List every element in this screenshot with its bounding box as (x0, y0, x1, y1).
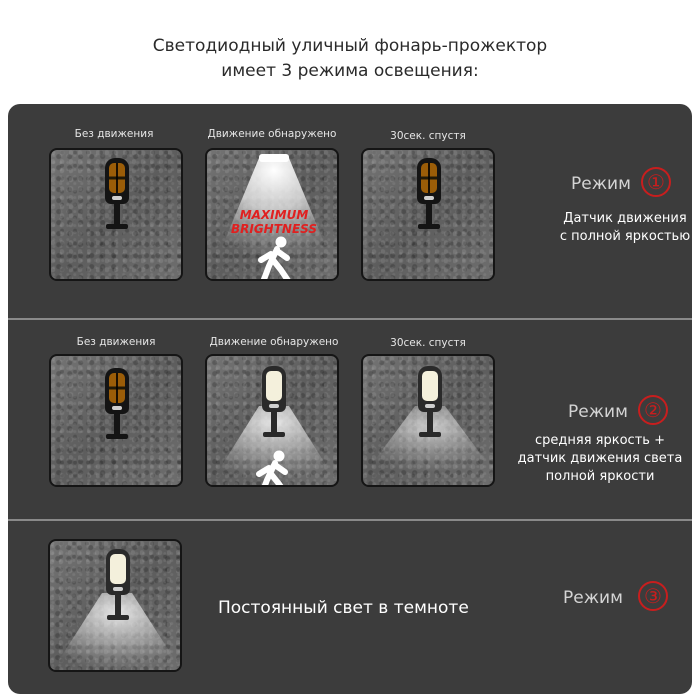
image-mode2-no-motion (49, 354, 183, 487)
image-mode3-constant-light (48, 539, 182, 672)
mode-2-description: средняя яркость + датчик движения света … (517, 433, 683, 484)
title-line-1: Светодиодный уличный фонарь-прожектор (152, 36, 548, 56)
divider (8, 519, 692, 521)
walking-person-icon (258, 236, 291, 279)
mode-1-label: Режим (571, 174, 631, 194)
light-beam (363, 406, 493, 476)
mode-3-description: Постоянный свет в темноте (218, 598, 469, 618)
image-mode1-no-motion (49, 148, 183, 281)
caption-30s-later-1: 30сек. спустя (390, 130, 466, 142)
mode-3-number: ③ (638, 581, 668, 611)
image-mode2-30s-later (361, 354, 495, 487)
modes-panel: Без движения Движение обнаружено 30сек. … (8, 104, 692, 694)
light-beam (209, 406, 337, 485)
title-line-2: имеет 3 режима освещения: (221, 61, 479, 81)
mode-3-label: Режим (563, 588, 623, 608)
mode-1-description: Датчик движения с полной яркостью (559, 211, 691, 244)
light-beam (208, 154, 337, 279)
mode-1-number: ① (641, 167, 671, 197)
mode-2-label: Режим (568, 402, 628, 422)
light-beam (52, 593, 180, 670)
page-title: Светодиодный уличный фонарь-прожектор им… (0, 34, 700, 84)
caption-no-motion-2: Без движения (76, 336, 156, 348)
caption-motion-detected-2: Движение обнаружено (209, 336, 339, 348)
image-mode2-motion-detected (205, 354, 339, 487)
image-mode1-30s-later (361, 148, 495, 281)
caption-no-motion-1: Без движения (74, 128, 154, 140)
walking-person-icon (256, 450, 288, 485)
mode-2-number: ② (638, 395, 668, 425)
caption-30s-later-2: 30сек. спустя (390, 337, 466, 349)
image-mode1-motion-detected: MAXIMUM BRIGHTNESS (205, 148, 339, 281)
divider (8, 318, 692, 320)
caption-motion-detected-1: Движение обнаружено (207, 128, 337, 140)
maximum-brightness-label: MAXIMUM BRIGHTNESS (230, 208, 318, 236)
